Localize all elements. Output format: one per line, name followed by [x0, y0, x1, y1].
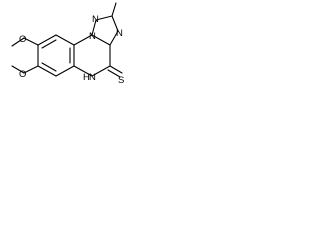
oxygen-top-label: O [19, 34, 26, 45]
oxygen-bottom-label: O [19, 69, 26, 80]
sulfur-label: S [118, 75, 124, 86]
chemical-structure-canvas: O O N N N N H S [0, 0, 127, 98]
nitrogen-triazole-2-label: N [116, 28, 123, 39]
nitrogen-ring-label: N [89, 72, 96, 83]
nitrogen-bridge-label: N [89, 31, 96, 42]
bond-lines [11, 2, 123, 78]
nitrogen-triazole-1-label: N [92, 14, 99, 25]
chemical-structure-diagram: O O N N N N H S [11, 2, 124, 86]
nh-hydrogen-label: H [83, 72, 90, 83]
